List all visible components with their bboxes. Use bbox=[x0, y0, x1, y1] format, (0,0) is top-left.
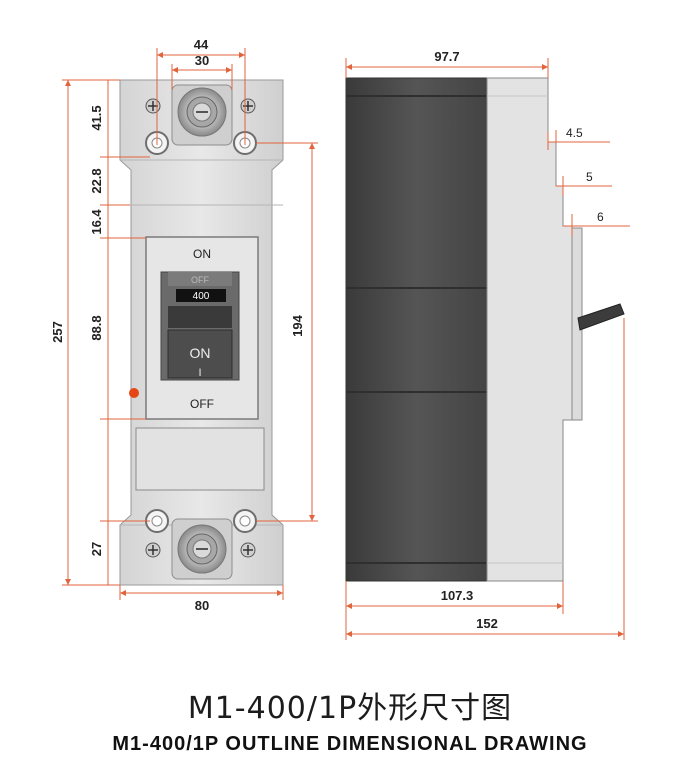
handle-on-text: ON bbox=[190, 345, 211, 361]
dim-152: 152 bbox=[476, 616, 498, 631]
bottom-left-screw bbox=[145, 542, 161, 558]
top-terminal bbox=[171, 84, 233, 146]
on-label: ON bbox=[193, 247, 211, 261]
title-chinese: M1-400/1P外形尺寸图 bbox=[187, 691, 513, 726]
dim-88-8: 88.8 bbox=[89, 315, 104, 340]
indicator-dot bbox=[129, 388, 139, 398]
dim-107-3: 107.3 bbox=[441, 588, 474, 603]
handle-hidden-text: OFF bbox=[191, 275, 209, 285]
dim-16-4: 16.4 bbox=[89, 209, 104, 235]
side-light-cover bbox=[486, 77, 573, 582]
dim-257: 257 bbox=[50, 321, 65, 343]
dim-30: 30 bbox=[195, 53, 209, 68]
dim-4-5: 4.5 bbox=[566, 126, 583, 140]
rating-badge-text: 400 bbox=[193, 291, 210, 302]
rating-badge bbox=[176, 289, 226, 302]
dim-194: 194 bbox=[290, 314, 305, 336]
top-right-screw bbox=[240, 98, 256, 114]
off-label: OFF bbox=[190, 397, 214, 411]
bottom-right-screw bbox=[240, 542, 256, 558]
dim-41-5: 41.5 bbox=[89, 105, 104, 130]
dim-97-7: 97.7 bbox=[434, 49, 459, 64]
title-english: M1-400/1P OUTLINE DIMENSIONAL DRAWING bbox=[112, 733, 588, 755]
side-view bbox=[345, 77, 625, 582]
dim-6: 6 bbox=[597, 210, 604, 224]
front-dimension-arrows bbox=[65, 52, 315, 596]
side-dark-housing bbox=[345, 77, 488, 582]
dim-80: 80 bbox=[195, 598, 209, 613]
dim-44: 44 bbox=[194, 37, 209, 52]
bottom-terminal bbox=[171, 518, 233, 580]
side-dimension-arrows bbox=[346, 64, 624, 637]
handle-marker: I bbox=[198, 367, 201, 379]
accessory-cover bbox=[135, 427, 265, 491]
top-left-screw bbox=[145, 98, 161, 114]
side-handle-lever bbox=[577, 303, 625, 331]
side-dimensions bbox=[345, 58, 630, 640]
front-dimensions bbox=[62, 48, 318, 600]
dim-22-8: 22.8 bbox=[89, 168, 104, 193]
handle-lever bbox=[167, 329, 233, 379]
dim-5: 5 bbox=[586, 170, 593, 184]
dim-27: 27 bbox=[89, 542, 104, 556]
front-view: ON OFF OFF 400 ON I bbox=[119, 79, 284, 586]
